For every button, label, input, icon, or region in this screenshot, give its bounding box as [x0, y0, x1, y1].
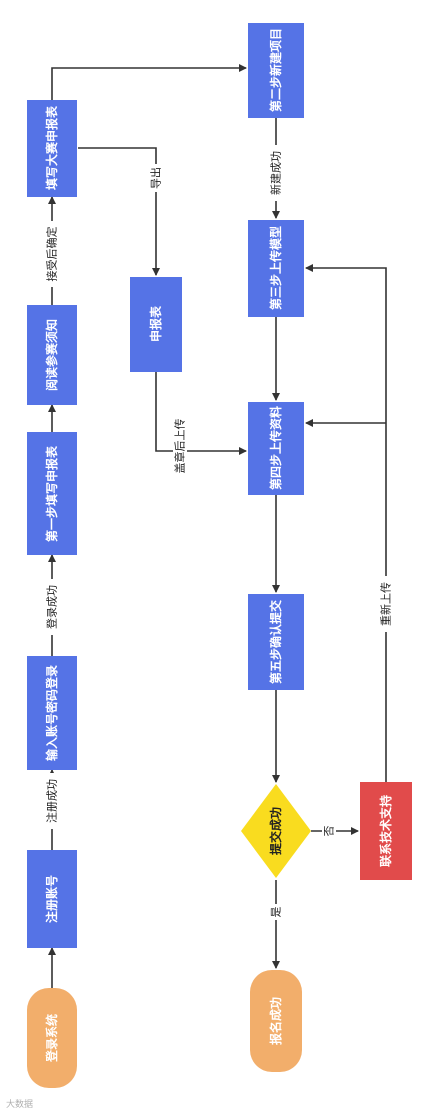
edge-label-upload-after-stamp: 盖章后上传 [173, 419, 187, 474]
contact-support-node [360, 782, 412, 880]
fill-competition-form-node [27, 100, 77, 197]
contact-support-label: 联系技术支持 [378, 795, 393, 867]
watermark: 大数据 [6, 1100, 34, 1110]
step1-fill-form-label: 第一步填写申报表 [44, 445, 59, 542]
submit-success-decision [241, 784, 311, 878]
step5-confirm-submit-label: 第五步确认提交 [268, 600, 283, 684]
edge-support-to-step3 [305, 264, 387, 782]
edge-label-reupload: 重新上传 [379, 582, 393, 626]
registration-success-label: 报名成功 [268, 997, 283, 1045]
enter-credentials-label: 输入账号密码登录 [44, 665, 59, 761]
step3-upload-model-node [248, 220, 304, 317]
edge-appform-to-step4 [155, 372, 247, 455]
fill-competition-form-label: 填写大赛申报表 [44, 105, 59, 190]
edge-label-login-success: 登录成功 [45, 585, 59, 629]
edge-label-create-success: 新建成功 [269, 151, 283, 195]
register-account-label: 注册账号 [44, 875, 59, 923]
step5-confirm-submit-node [248, 594, 304, 690]
step2-new-project-node [248, 23, 304, 118]
edge-label-confirm-after-accept: 接受后确定 [45, 227, 59, 282]
login-system-node [27, 988, 77, 1088]
step4-upload-materials-label: 第四步上传资料 [268, 406, 283, 490]
edge-label-yes: 是 [270, 907, 283, 918]
enter-credentials-node [27, 656, 77, 770]
step2-new-project-label: 第二步新建项目 [268, 28, 283, 112]
login-system-label: 登录系统 [44, 1014, 59, 1063]
edge-label-register-success: 注册成功 [45, 779, 59, 823]
register-account-node [27, 850, 77, 948]
read-notice-label: 阅读参赛须知 [44, 319, 59, 391]
step4-upload-materials-node [248, 402, 304, 495]
step3-upload-model-label: 第三步上传模型 [268, 226, 283, 310]
registration-success-node [250, 970, 302, 1072]
read-notice-node [27, 305, 77, 405]
application-form-label: 申报表 [148, 305, 163, 342]
application-form-node [130, 277, 182, 372]
step1-fill-form-node [27, 432, 77, 555]
edge-fillform-to-step2 [51, 64, 247, 100]
edge-fillform-to-appform [78, 147, 160, 276]
edge-label-export: 导出 [149, 167, 163, 189]
edge-label-no: 否 [323, 826, 336, 837]
submit-success-label: 提交成功 [268, 807, 283, 855]
